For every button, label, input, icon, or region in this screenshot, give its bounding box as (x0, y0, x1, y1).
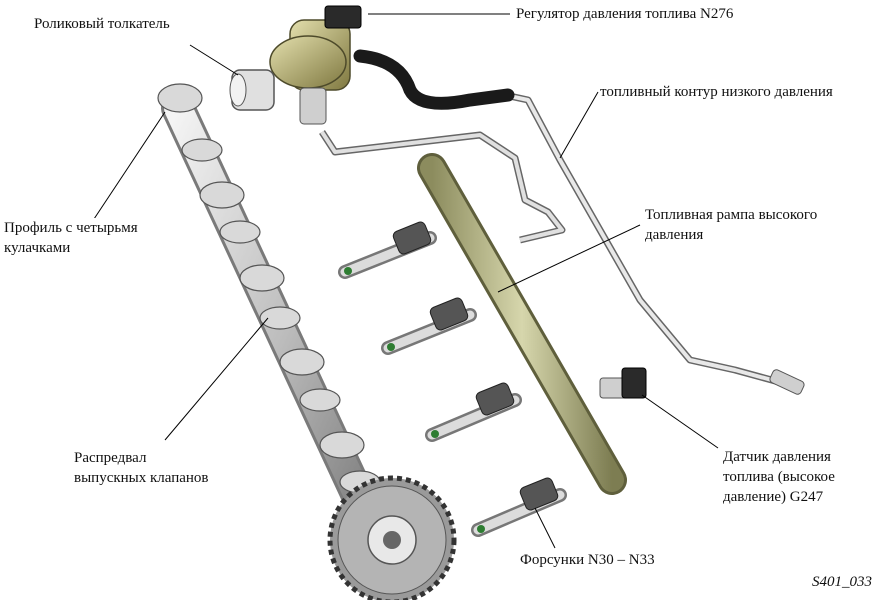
label-camshaft-line2: выпускных клапанов (74, 468, 209, 488)
injector (381, 297, 477, 355)
leader-injectors (534, 507, 556, 549)
label-fuel-rail-line2: давления (645, 225, 704, 245)
label-cam-profile-line2: кулачками (4, 238, 71, 258)
camshaft (157, 83, 457, 600)
low-pressure-line (504, 91, 805, 395)
leader-sensor (641, 394, 719, 449)
high-pressure-line (319, 130, 566, 244)
label-camshaft-line1: Распредвал (74, 448, 147, 468)
injector (471, 477, 567, 537)
label-fuel-rail-line1: Топливная рампа высокого (645, 205, 818, 225)
label-cam-profile-line1: Профиль с четырьмя (4, 218, 138, 238)
figure-reference: S401_033 (812, 574, 872, 590)
high-pressure-pump (229, 5, 362, 125)
label-sensor-line2: топлива (высокое (723, 467, 835, 487)
injector (338, 221, 437, 279)
leader-camshaft (164, 317, 269, 441)
label-sensor-line3: давление) G247 (723, 487, 824, 507)
cam-lobes (157, 83, 381, 494)
label-sensor-line1: Датчик давления (723, 447, 831, 467)
label-injectors: Форсунки N30 – N33 (520, 550, 655, 570)
label-roller-follower: Роликовый толкатель (34, 14, 170, 34)
leader-roller-follower (189, 44, 239, 76)
label-pressure-regulator: Регулятор давления топлива N276 (516, 4, 734, 24)
roller-tappet (229, 69, 275, 111)
injectors (338, 221, 567, 537)
camshaft-sprocket (327, 475, 457, 600)
leader-fuel-rail (497, 224, 641, 293)
fuel-hose (353, 49, 515, 110)
fuel-rail (417, 153, 627, 495)
pressure-sensor (599, 367, 647, 399)
leader-cam-profile (91, 111, 166, 223)
leader-low-pressure (559, 91, 599, 159)
label-low-pressure-circuit: топливный контур низкого давления (600, 82, 833, 102)
injector (425, 382, 522, 442)
leader-lines (91, 13, 719, 549)
